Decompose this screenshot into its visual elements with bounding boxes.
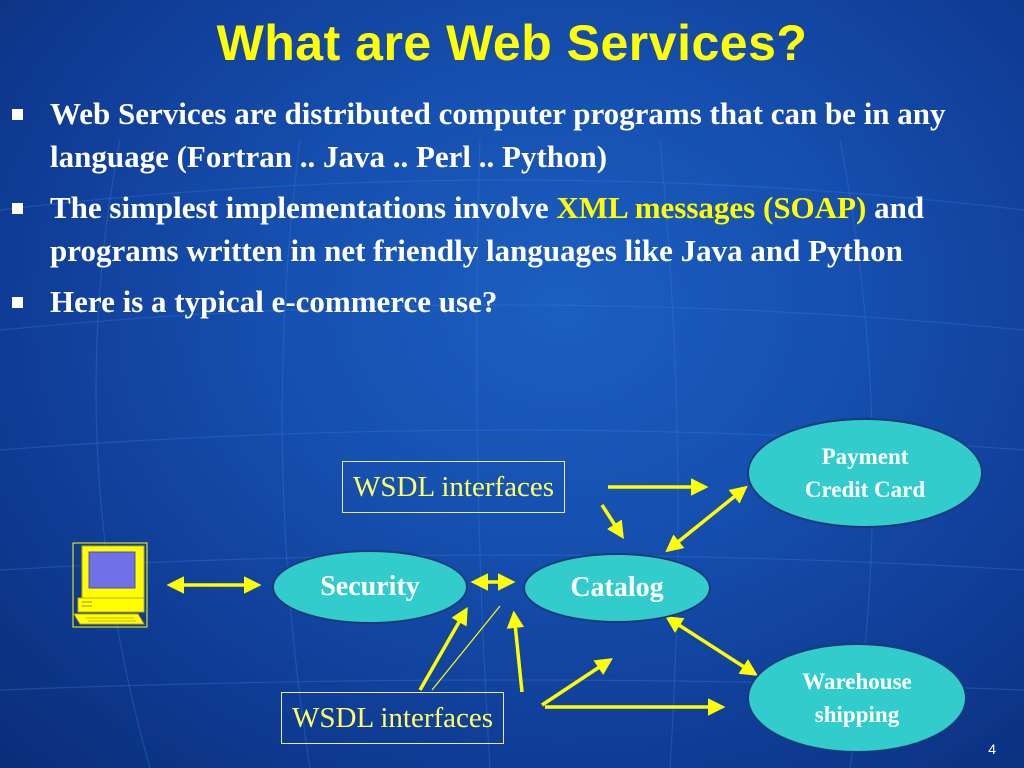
page-number: 4: [988, 741, 996, 757]
bullet-text-2-pre: The simplest implementations involve: [50, 190, 557, 225]
bullet-text-3: Here is a typical e-commerce use?: [50, 284, 498, 319]
bullet-item-3: Here is a typical e-commerce use?: [12, 280, 1012, 323]
bullet-text-1: Web Services are distributed computer pr…: [50, 96, 946, 174]
warehouse-node: Warehouse shipping: [747, 643, 967, 753]
catalog-node: Catalog: [523, 553, 711, 623]
square-bullet-icon: [12, 109, 23, 120]
payment-label-line2: Credit Card: [804, 477, 926, 502]
computer-icon: [72, 542, 148, 628]
security-node: Security: [272, 550, 468, 624]
catalog-label: Catalog: [570, 572, 664, 603]
bullet-text-2-highlight: XML messages (SOAP): [556, 190, 867, 225]
payment-label-line1: Payment: [821, 444, 909, 469]
bullet-item-2: The simplest implementations involve XML…: [12, 186, 1012, 272]
payment-node: Payment Credit Card: [747, 418, 983, 528]
square-bullet-icon: [12, 297, 23, 308]
bullet-list: Web Services are distributed computer pr…: [12, 92, 1012, 331]
warehouse-label-line2: shipping: [814, 702, 900, 727]
wsdl-interfaces-top-box: WSDL interfaces: [342, 461, 566, 513]
security-label: Security: [320, 571, 420, 602]
bullet-text-2-post: and programs written in net friendly lan…: [50, 190, 925, 268]
square-bullet-icon: [12, 203, 23, 214]
slide-title: What are Web Services?: [216, 15, 808, 71]
warehouse-label-line1: Warehouse: [802, 669, 912, 694]
bullet-item-1: Web Services are distributed computer pr…: [12, 92, 1012, 178]
wsdl-interfaces-bottom-box: WSDL interfaces: [281, 692, 505, 744]
